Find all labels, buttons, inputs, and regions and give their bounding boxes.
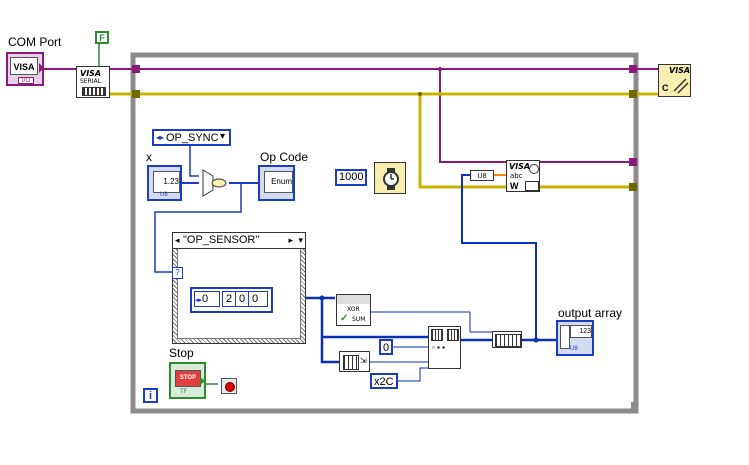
output-array-label: output array: [558, 306, 623, 320]
case-dropdown-icon[interactable]: ▾: [298, 235, 303, 245]
replace-array-subset-node[interactable]: ▫ ▪ ▪: [428, 326, 461, 369]
visa-close-top-text: VISA: [669, 66, 691, 75]
com-port-control[interactable]: VISA I/O: [6, 52, 44, 86]
terminal-arrow-icon: [200, 377, 205, 385]
x-label: x: [146, 150, 152, 164]
xor-sum-subvi[interactable]: XOR ✓ SUM: [336, 294, 371, 326]
checkmark-icon: ✓: [340, 313, 349, 324]
wait-node[interactable]: [374, 162, 406, 194]
x-type-tag: U8: [160, 192, 168, 198]
array-element[interactable]: 0: [236, 292, 249, 306]
visa-close-node[interactable]: VISA C: [658, 64, 691, 97]
output-array-indicator: 123 U8: [556, 320, 594, 356]
terminal-arrow-icon: [39, 63, 44, 73]
sum-text: SUM: [352, 316, 366, 323]
visa-serial-bottom-text: SERIAL: [80, 78, 101, 85]
com-port-label: COM Port: [8, 35, 62, 49]
close-hand-icon: [673, 78, 689, 94]
stop-button-control[interactable]: STOP TF: [169, 362, 206, 399]
array-grid-icon: [343, 355, 359, 370]
output-array-value: 123: [570, 325, 592, 338]
xor-text: XOR: [347, 306, 360, 313]
visa-write-mid-text: abc: [510, 172, 523, 180]
wait-ms-constant[interactable]: 1000: [335, 169, 367, 186]
array-element[interactable]: 0: [251, 293, 259, 305]
array-index-icon: [560, 325, 570, 349]
x-numeric-display: 1.23: [153, 171, 180, 193]
build-array-node[interactable]: [492, 331, 522, 348]
stop-condition-icon: [225, 382, 235, 392]
visa-serial-top-text: VISA: [80, 69, 102, 78]
loop-condition-terminal[interactable]: [221, 378, 237, 394]
op-code-indicator: Enum: [258, 165, 295, 201]
stop-button-face: STOP: [175, 370, 201, 387]
visa-resource-box: VISA: [10, 57, 38, 75]
loop-condition-notch: [631, 402, 637, 410]
serial-port-icon: [82, 87, 106, 96]
case-prev-icon[interactable]: ◂: [175, 235, 180, 245]
watch-icon: [383, 168, 399, 190]
enum-stepper-icon: ◂▸: [156, 133, 165, 142]
array-index-box[interactable]: ◂▸0: [194, 291, 220, 307]
visa-write-top-text: VISA: [509, 162, 531, 171]
terminal-dots-icon: ▫ ▪ ▪: [432, 343, 445, 352]
visa-write-letter: W: [510, 181, 519, 191]
type-cast-icon[interactable]: [199, 168, 229, 198]
op-sync-enum-constant[interactable]: ◂▸ OP_SYNC ▾: [152, 129, 231, 146]
while-loop-frame: [130, 52, 639, 414]
visa-configure-serial-node[interactable]: VISA SERIAL: [76, 66, 110, 98]
case-selector-label[interactable]: ◂ "OP_SENSOR" ▸ ▾: [173, 233, 305, 249]
stop-label: Stop: [169, 346, 194, 360]
op-code-display: Enum: [264, 171, 293, 193]
port-icon: [525, 181, 539, 191]
case-next-icon[interactable]: ▸: [288, 235, 293, 245]
array-icon: [431, 329, 443, 341]
false-constant[interactable]: F: [95, 31, 109, 44]
chevron-down-icon: ▾: [220, 131, 226, 142]
iteration-terminal: i: [143, 388, 158, 403]
visa-io-tag: I/O: [18, 77, 34, 84]
case-selector-value: "OP_SENSOR": [183, 234, 260, 246]
subvi-header-bar: [337, 295, 370, 304]
hex-2c-constant[interactable]: x2C: [370, 373, 398, 389]
visa-write-node[interactable]: VISA abc W: [506, 160, 540, 192]
op-code-label: Op Code: [260, 150, 309, 164]
case-selector-terminal: ?: [172, 267, 183, 279]
output-type-tag: U8: [570, 346, 578, 352]
zero-constant[interactable]: 0: [379, 339, 393, 355]
visa-close-letter: C: [662, 83, 669, 93]
clock-icon: [529, 164, 539, 174]
size-arrow-icon: ⇲: [360, 356, 367, 365]
build-array-icon: [495, 334, 521, 347]
op-sync-value: OP_SYNC: [166, 132, 219, 144]
u8-conversion-node[interactable]: U8: [470, 170, 494, 181]
array-icon: [447, 329, 459, 341]
array-index-value: 0: [202, 293, 209, 305]
array-size-node[interactable]: ⇲: [339, 351, 370, 372]
array-element[interactable]: 2: [223, 292, 236, 306]
x-numeric-control[interactable]: 1.23 U8: [147, 165, 182, 201]
stop-type-tag: TF: [180, 389, 188, 395]
